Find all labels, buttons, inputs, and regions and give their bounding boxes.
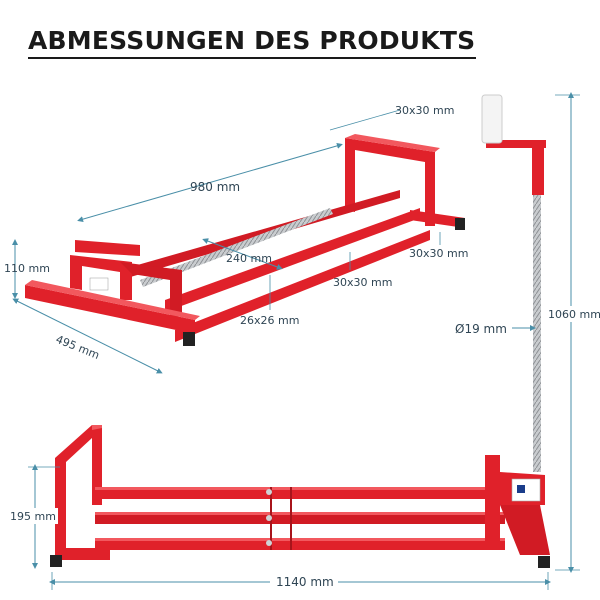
length-980-label: 980 mm [190,180,240,194]
right-upright [485,455,500,548]
brand-label-plate-front [511,478,541,502]
width-495-line [12,298,163,374]
long-rail-bottom [175,230,430,342]
brand-label-plate [89,277,109,291]
height-1060-label: 1060 mm [548,308,600,321]
left-upright [55,425,102,560]
bolt-3 [266,540,272,546]
rear-foot-cap [455,218,465,230]
range-240-line [202,238,283,270]
length-1140-label: 1140 mm [276,575,334,589]
length-980-line [77,142,343,223]
right-foot-cap [538,556,550,568]
front-foot-cap [183,332,195,346]
right-base [500,505,550,555]
front-mount-box [70,255,132,300]
rail-top-label: 30x30 mm [395,104,454,117]
rail-inner-label: 26x26 mm [240,314,299,327]
height-195-label: 195 mm [10,510,56,523]
range-240-label: 240 mm [226,252,272,265]
bottom-view-frame [50,94,550,568]
rear-upright-top [345,134,440,152]
front-mount-top [75,240,140,256]
rear-base-bar [410,210,465,228]
threaded-rod [533,190,541,472]
long-rail-top [165,208,420,312]
bolt-2 [266,515,272,521]
left-foot-cap [50,555,62,567]
rod-diameter-label: Ø19 mm [455,322,507,336]
left-base [55,548,110,560]
page-title: ABMESSUNGEN DES PRODUKTS [28,26,476,55]
rail-middle-label: 30x30 mm [333,276,392,289]
title-underline [28,57,476,59]
top-view-dimensions [12,109,441,374]
crank-shaft [532,140,544,195]
bolt-1 [266,489,272,495]
rail-side-label: 30x30 mm [409,247,468,260]
width-495-label: 495 mm [54,333,101,362]
front-upright-right [120,262,182,318]
height-110-label: 110 mm [4,262,50,275]
crank-handle [481,94,503,144]
